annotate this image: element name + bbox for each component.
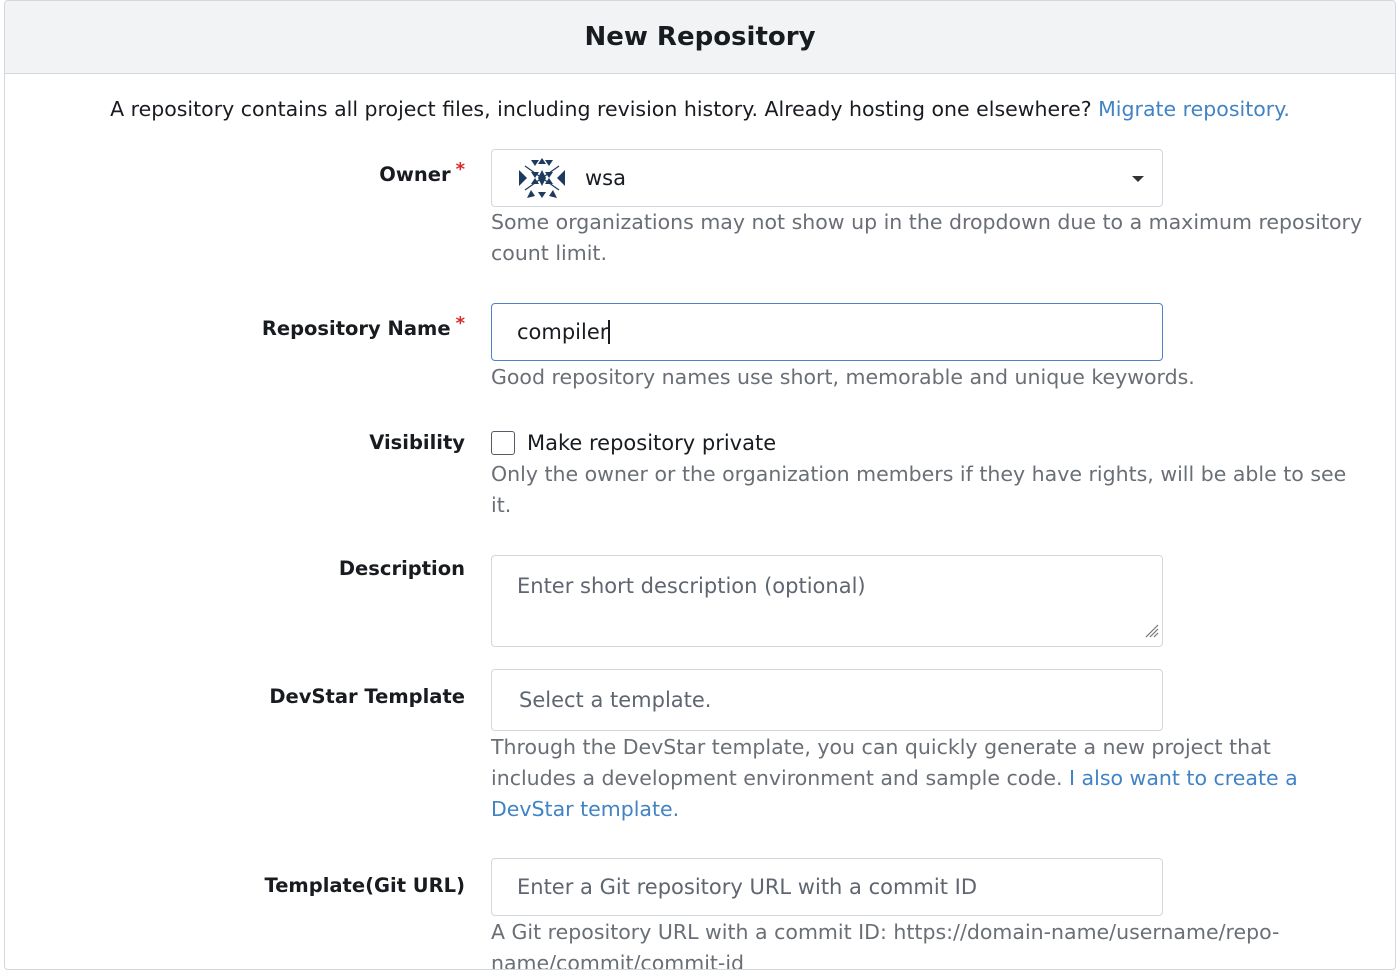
repo-name-input[interactable]: compiler: [491, 303, 1163, 361]
owner-dropdown[interactable]: wsa: [491, 149, 1163, 207]
private-checkbox[interactable]: [491, 431, 515, 455]
owner-help: Some organizations may not show up in th…: [491, 210, 1363, 265]
intro-message: A repository contains all project files,…: [110, 97, 1092, 121]
description-placeholder: Enter short description (optional): [517, 574, 866, 598]
private-checkbox-label[interactable]: Make repository private: [527, 431, 777, 455]
required-mark: *: [455, 313, 465, 334]
private-checkbox-field[interactable]: Make repository private: [491, 429, 776, 457]
description-label: Description: [338, 557, 465, 580]
page-title: New Repository: [5, 1, 1395, 74]
visibility-label: Visibility: [369, 431, 465, 454]
text-cursor: [608, 320, 611, 344]
new-repo-card: New Repository A repository contains all…: [4, 0, 1396, 970]
create-devstar-template-link[interactable]: I also want to create a DevStar template…: [491, 766, 1298, 821]
devstar-template-help: Through the DevStar template, you can qu…: [491, 732, 1361, 825]
repo-name-help: Good repository names use short, memorab…: [491, 365, 1195, 389]
migrate-repository-link[interactable]: Migrate repository.: [1098, 97, 1290, 121]
owner-value: wsa: [585, 166, 626, 190]
description-textarea[interactable]: Enter short description (optional): [491, 555, 1163, 647]
git-template-label: Template(Git URL): [264, 874, 465, 897]
visibility-help: Only the owner or the organization membe…: [491, 462, 1347, 517]
repo-name-label-text: Repository Name: [261, 317, 451, 340]
repo-name-value: compiler: [517, 320, 609, 344]
chevron-down-icon: [1132, 176, 1144, 182]
resize-handle-icon[interactable]: [1143, 619, 1159, 643]
git-template-input[interactable]: Enter a Git repository URL with a commit…: [491, 858, 1163, 916]
devstar-template-placeholder: Select a template.: [519, 688, 712, 712]
repo-name-label: Repository Name*: [261, 313, 465, 340]
intro-text: A repository contains all project files,…: [5, 97, 1395, 121]
git-template-help: A Git repository URL with a commit ID: h…: [491, 920, 1280, 970]
git-template-placeholder: Enter a Git repository URL with a commit…: [517, 875, 977, 899]
owner-label: Owner*: [379, 159, 465, 186]
devstar-template-label: DevStar Template: [269, 685, 465, 708]
org-avatar-icon: [517, 156, 567, 200]
devstar-template-dropdown[interactable]: Select a template.: [491, 669, 1163, 731]
owner-label-text: Owner: [379, 163, 451, 186]
required-mark: *: [455, 159, 465, 180]
devstar-template-help-text: Through the DevStar template, you can qu…: [491, 735, 1271, 790]
